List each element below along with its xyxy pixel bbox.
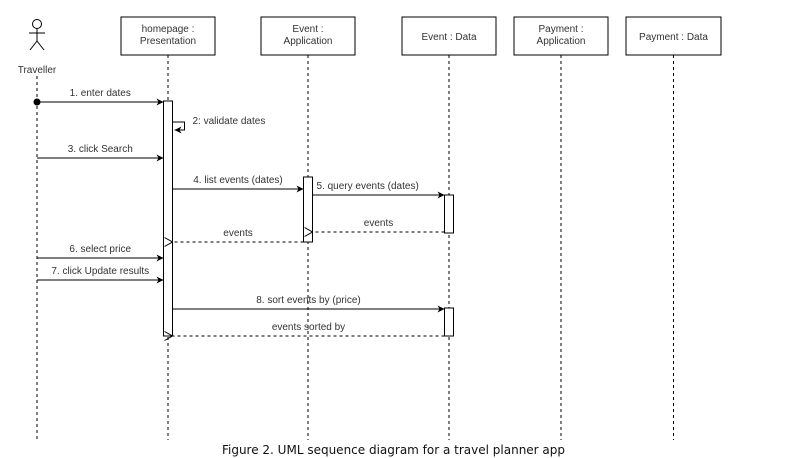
- message-1: 1. enter dates: [33, 88, 164, 106]
- participant-label: Event :: [292, 24, 323, 35]
- participant-label: Payment : Data: [639, 32, 708, 43]
- message-7: events: [173, 228, 304, 242]
- message-5: 5. query events (dates): [312, 181, 445, 199]
- participant-payment-app: Payment :Application: [513, 16, 609, 56]
- message-label: events sorted by: [272, 322, 345, 333]
- message-label: 2: validate dates: [193, 116, 266, 127]
- participant-label: Application: [537, 36, 586, 47]
- participant-label: Presentation: [140, 36, 196, 47]
- participant-homepage: homepage :Presentation: [120, 16, 216, 56]
- message-4: 4. list events (dates): [172, 175, 304, 193]
- message-label: 8. sort events by (price): [256, 295, 360, 306]
- message-8: 6. select price: [37, 244, 164, 262]
- message-label: 7. click Update results: [51, 266, 149, 277]
- message-6: events: [313, 218, 445, 232]
- message-10: 8. sort events by (price): [172, 295, 445, 313]
- start-dot: [33, 98, 41, 106]
- activation-bar: [163, 100, 173, 337]
- message-label: 6. select price: [69, 244, 131, 255]
- message-3: 3. click Search: [37, 144, 164, 162]
- participant-payment-data: Payment : Data: [625, 16, 722, 56]
- message-9: 7. click Update results: [37, 266, 164, 284]
- participant-event-data: Event : Data: [401, 16, 497, 56]
- message-label: 3. click Search: [68, 144, 133, 155]
- activation-bar: [303, 176, 313, 243]
- actor-label: Traveller: [18, 65, 57, 76]
- participant-event-app: Event :Application: [260, 16, 356, 56]
- actor-traveller: Traveller: [18, 19, 57, 76]
- message-label: 5. query events (dates): [317, 181, 419, 192]
- activation-bar: [444, 307, 454, 337]
- message-label: 1. enter dates: [70, 88, 131, 99]
- figure-caption: Figure 2. UML sequence diagram for a tra…: [221, 443, 566, 457]
- message-label: events: [364, 218, 393, 229]
- message-2: 2: validate dates: [172, 116, 266, 134]
- self-call-arrow: [172, 121, 185, 134]
- participant-label: homepage :: [142, 24, 195, 35]
- activation-bar: [444, 194, 454, 234]
- message-11: events sorted by: [173, 322, 445, 336]
- message-label: events: [223, 228, 252, 239]
- participant-label: Event : Data: [421, 32, 476, 43]
- participant-label: Application: [284, 36, 333, 47]
- message-label: 4. list events (dates): [193, 175, 282, 186]
- participant-label: Payment :: [538, 24, 583, 35]
